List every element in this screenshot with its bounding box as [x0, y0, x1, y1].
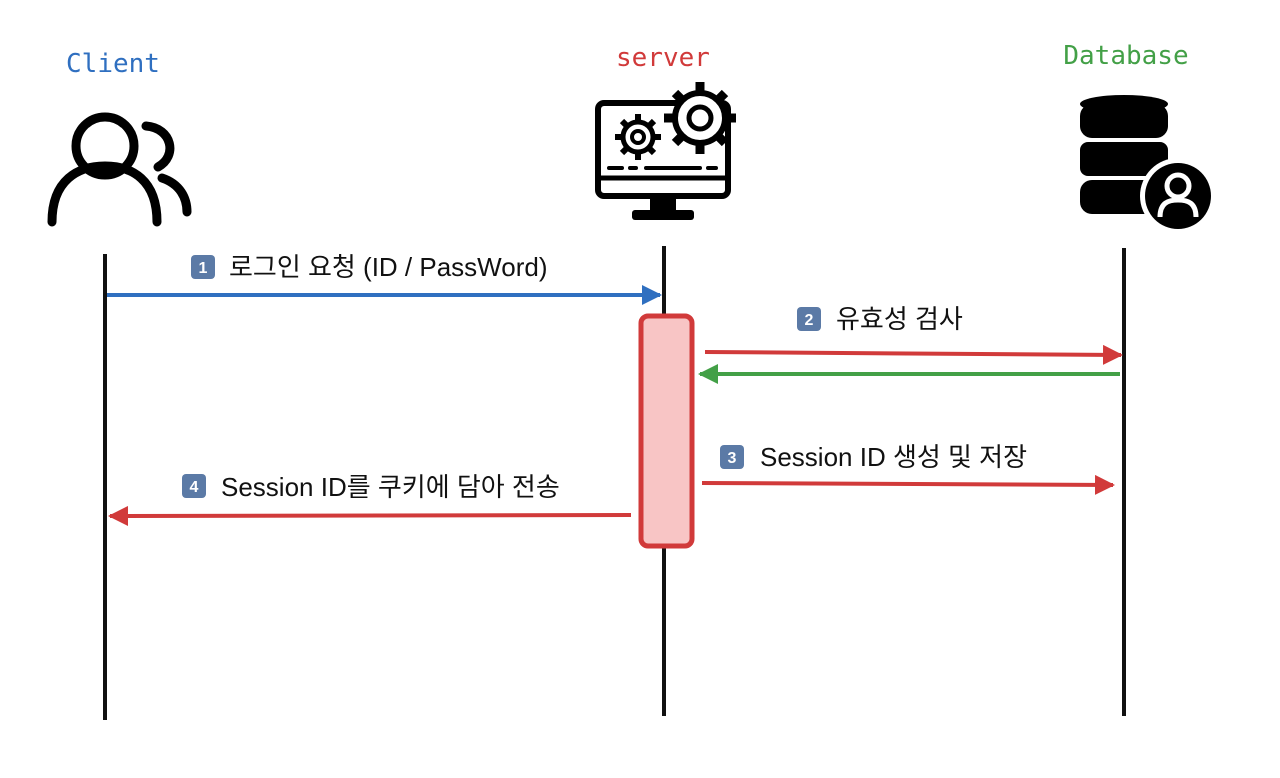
message-1: 1 로그인 요청 (ID / PassWord) — [107, 252, 662, 305]
database-user-icon — [1080, 95, 1216, 234]
message-4-arrow — [108, 505, 632, 526]
message-2-badge — [797, 307, 821, 331]
message-2-arrow — [704, 344, 1123, 365]
message-2: 2 유효성 검사 — [704, 304, 1123, 365]
server-label: server — [616, 43, 710, 73]
message-1-number: 1 — [199, 260, 208, 277]
message-3-text: Session ID 생성 및 저장 — [760, 442, 1027, 472]
database-label: Database — [1063, 41, 1188, 71]
monitor-gears-icon — [595, 82, 736, 220]
message-4: 4 Session ID를 쿠키에 담아 전송 — [108, 472, 632, 526]
message-3-arrow — [701, 474, 1115, 495]
server-activation — [638, 313, 695, 549]
message-3-number: 3 — [728, 450, 737, 467]
message-2-number: 2 — [805, 312, 814, 329]
message-1-badge — [191, 255, 215, 279]
client-label: Client — [66, 49, 160, 79]
message-1-text: 로그인 요청 (ID / PassWord) — [229, 252, 548, 282]
users-icon — [47, 112, 192, 227]
message-4-text: Session ID를 쿠키에 담아 전송 — [221, 472, 560, 502]
message-4-number: 4 — [190, 479, 199, 496]
message-4-badge — [182, 474, 206, 498]
message-3-badge — [720, 445, 744, 469]
message-3: 3 Session ID 생성 및 저장 — [701, 442, 1115, 495]
message-2-text: 유효성 검사 — [836, 304, 963, 334]
